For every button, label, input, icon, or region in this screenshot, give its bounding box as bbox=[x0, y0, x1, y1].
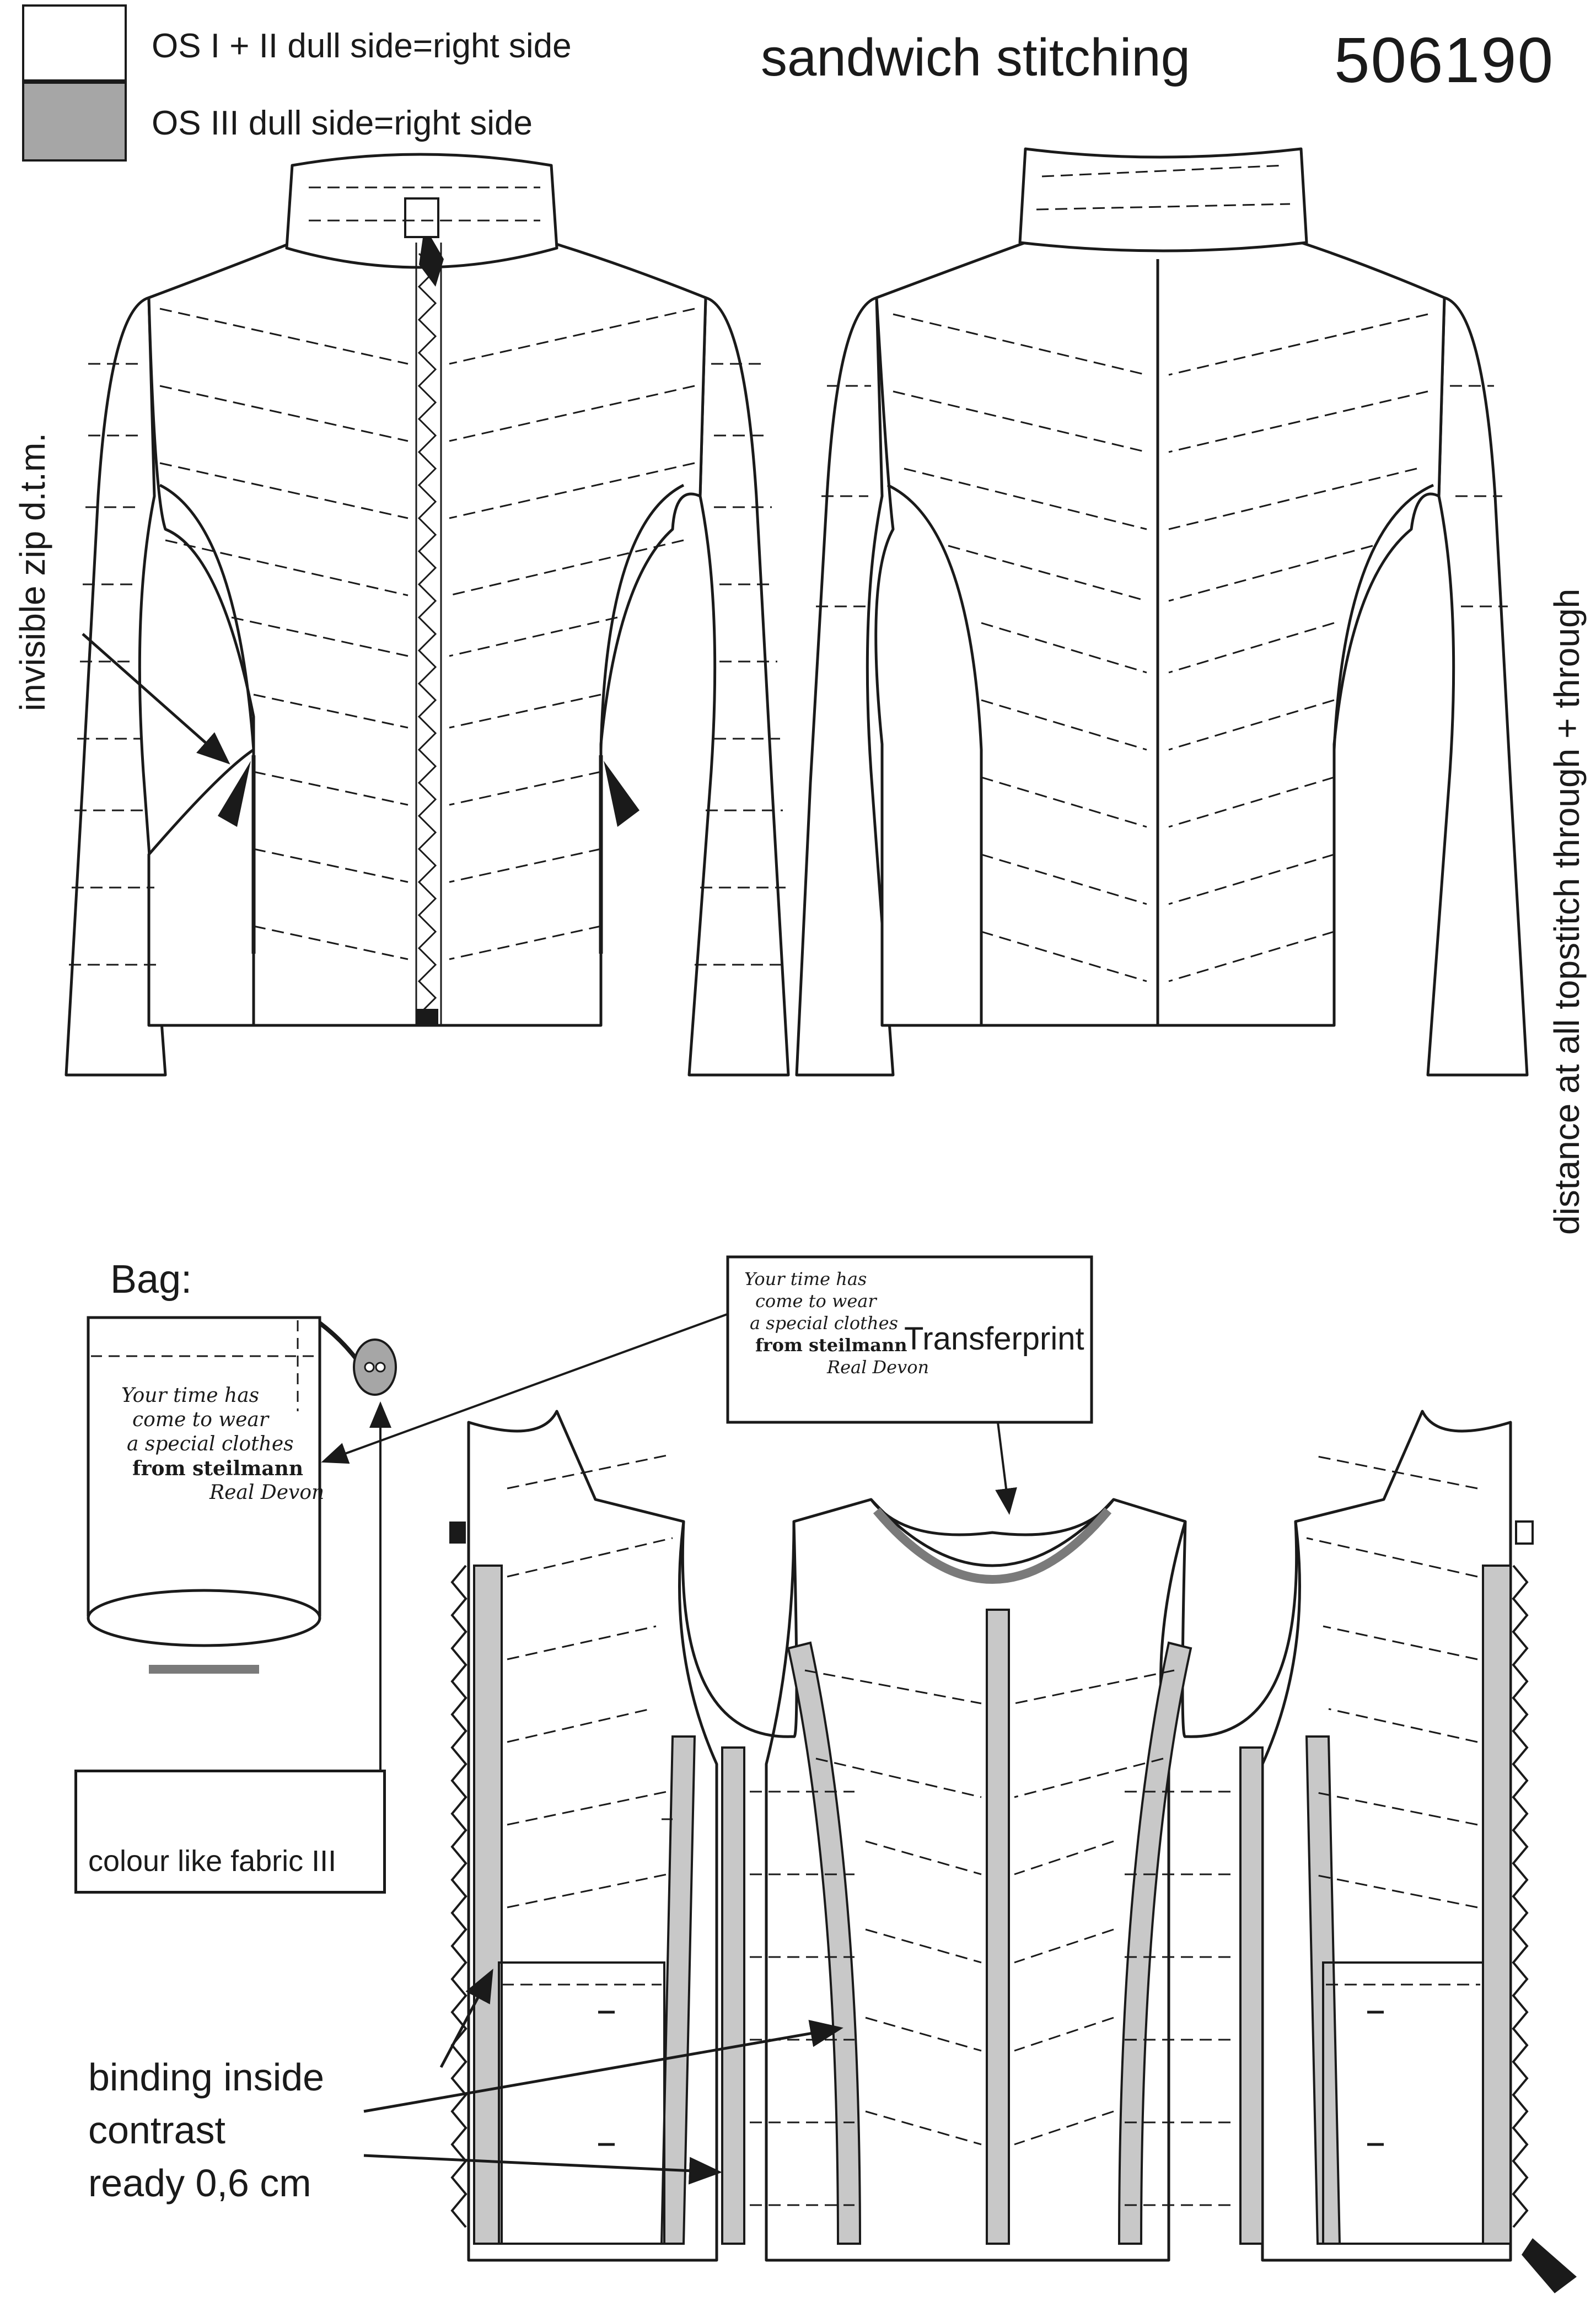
bag-stitching bbox=[91, 1320, 317, 1411]
binding-arrow-3 bbox=[363, 2154, 722, 2185]
zip-puller bbox=[419, 226, 444, 287]
back-quilting bbox=[816, 164, 1508, 982]
zip-bottom-stop bbox=[416, 1009, 438, 1025]
inside-zip-stop-right bbox=[1515, 1520, 1534, 1545]
binding-center-back bbox=[986, 1609, 1010, 2245]
binding-note-line-3: ready 0,6 cm bbox=[88, 2162, 311, 2205]
front-right-side-panel bbox=[599, 483, 685, 1025]
binding-arrow-2 bbox=[363, 2019, 843, 2113]
legend-swatch-os1-2 bbox=[22, 4, 127, 82]
legend-label-os3: OS III dull side=right side bbox=[152, 104, 533, 142]
bag-print-line-4: from steilmann bbox=[132, 1457, 304, 1480]
inside-pocket-right bbox=[1322, 1961, 1484, 2245]
front-quilting bbox=[69, 186, 788, 966]
binding-note: binding inside contrast ready 0,6 cm bbox=[88, 2051, 324, 2210]
front-pocket-zips bbox=[251, 755, 603, 954]
binding-note-line-2: contrast bbox=[88, 2109, 225, 2152]
contrast-binding bbox=[473, 1565, 1512, 2245]
inside-pocket-left bbox=[498, 1961, 665, 2245]
article-number: 506190 bbox=[1334, 24, 1555, 96]
transferprint-label: Transferprint bbox=[904, 1321, 1084, 1357]
bag-drawstring bbox=[318, 1321, 361, 1363]
bag bbox=[87, 1316, 321, 1674]
bag-print-signature: Real Devon bbox=[209, 1481, 325, 1504]
binding-right-side bbox=[1239, 1746, 1264, 2245]
binding-right-princess bbox=[1117, 1641, 1192, 2245]
inside-zip-puller bbox=[1522, 2238, 1577, 2293]
binding-left-facing bbox=[473, 1565, 503, 2245]
back-jacket bbox=[795, 147, 1529, 1077]
inside-back-neck bbox=[870, 1498, 1115, 1567]
inside-zip-left bbox=[450, 1565, 467, 2228]
cord-stopper bbox=[353, 1338, 397, 1396]
binding-note-line-1: binding inside bbox=[88, 2056, 325, 2099]
back-right-side-panel bbox=[1332, 483, 1434, 1025]
binding-left-princess bbox=[787, 1641, 862, 2245]
sample-print-line-1: Your time has bbox=[744, 1268, 867, 1289]
sample-print-line-4: from steilmann bbox=[755, 1335, 907, 1356]
inside-quilting bbox=[502, 1454, 1480, 2206]
binding-right-facing bbox=[1482, 1565, 1512, 2245]
transferprint-box bbox=[726, 1255, 1093, 1424]
back-body bbox=[874, 241, 1446, 1027]
invisible-zip-arrow bbox=[82, 633, 230, 765]
stopper-note: colour like fabric III bbox=[88, 1845, 337, 1878]
bag-print-line-3: a special clothes bbox=[127, 1433, 294, 1455]
inside-left-front bbox=[467, 1410, 718, 2262]
binding-left-side bbox=[721, 1746, 745, 2245]
sample-print-signature: Real Devon bbox=[827, 1357, 929, 1378]
back-neck-binding bbox=[873, 1507, 1112, 1584]
bag-bottom-label bbox=[149, 1665, 259, 1674]
stopper-note-box bbox=[74, 1770, 386, 1894]
binding-arrow-1 bbox=[439, 1969, 493, 2068]
legend-label-os1-2: OS I + II dull side=right side bbox=[152, 27, 572, 65]
bag-bottom bbox=[87, 1589, 321, 1647]
inside-pockets bbox=[498, 1961, 1484, 2245]
back-collar bbox=[1018, 147, 1308, 252]
pocket-puller-left bbox=[218, 761, 251, 827]
zip-garage bbox=[404, 197, 439, 238]
transferprint-sample: Your time has come to wear a special clo… bbox=[744, 1268, 929, 1378]
front-body bbox=[147, 241, 707, 1027]
front-left-sleeve bbox=[65, 296, 167, 1077]
page-title: sandwich stitching bbox=[761, 28, 1191, 87]
back-left-sleeve bbox=[795, 296, 895, 1077]
back-right-sleeve bbox=[1426, 296, 1529, 1077]
bag-print-line-2: come to wear bbox=[132, 1409, 269, 1431]
back-left-side-panel bbox=[886, 483, 983, 1025]
front-left-side-panel bbox=[159, 483, 255, 1025]
front-zip bbox=[415, 243, 442, 1025]
bag-label: Bag: bbox=[110, 1257, 192, 1302]
bag-print-line-1: Your time has bbox=[121, 1384, 260, 1407]
inside-zip-right bbox=[1512, 1565, 1529, 2228]
front-jacket bbox=[65, 153, 790, 1077]
inside-right-armhole bbox=[1181, 1521, 1298, 1738]
bag-print: Your time has come to wear a special clo… bbox=[121, 1384, 324, 1505]
inside-pocket-marks bbox=[598, 2010, 1384, 2146]
transferprint-pointer bbox=[995, 1422, 1017, 1515]
inside-zip-stop-left bbox=[449, 1522, 466, 1544]
sample-print-line-2: come to wear bbox=[755, 1291, 877, 1311]
front-right-sleeve bbox=[687, 296, 790, 1077]
bag-print-pointer bbox=[321, 1311, 734, 1464]
pocket-puller-right bbox=[604, 761, 640, 827]
inside-right-front bbox=[1261, 1410, 1512, 2262]
legend-swatch-os3 bbox=[22, 82, 127, 162]
sample-print-line-3: a special clothes bbox=[750, 1313, 898, 1334]
